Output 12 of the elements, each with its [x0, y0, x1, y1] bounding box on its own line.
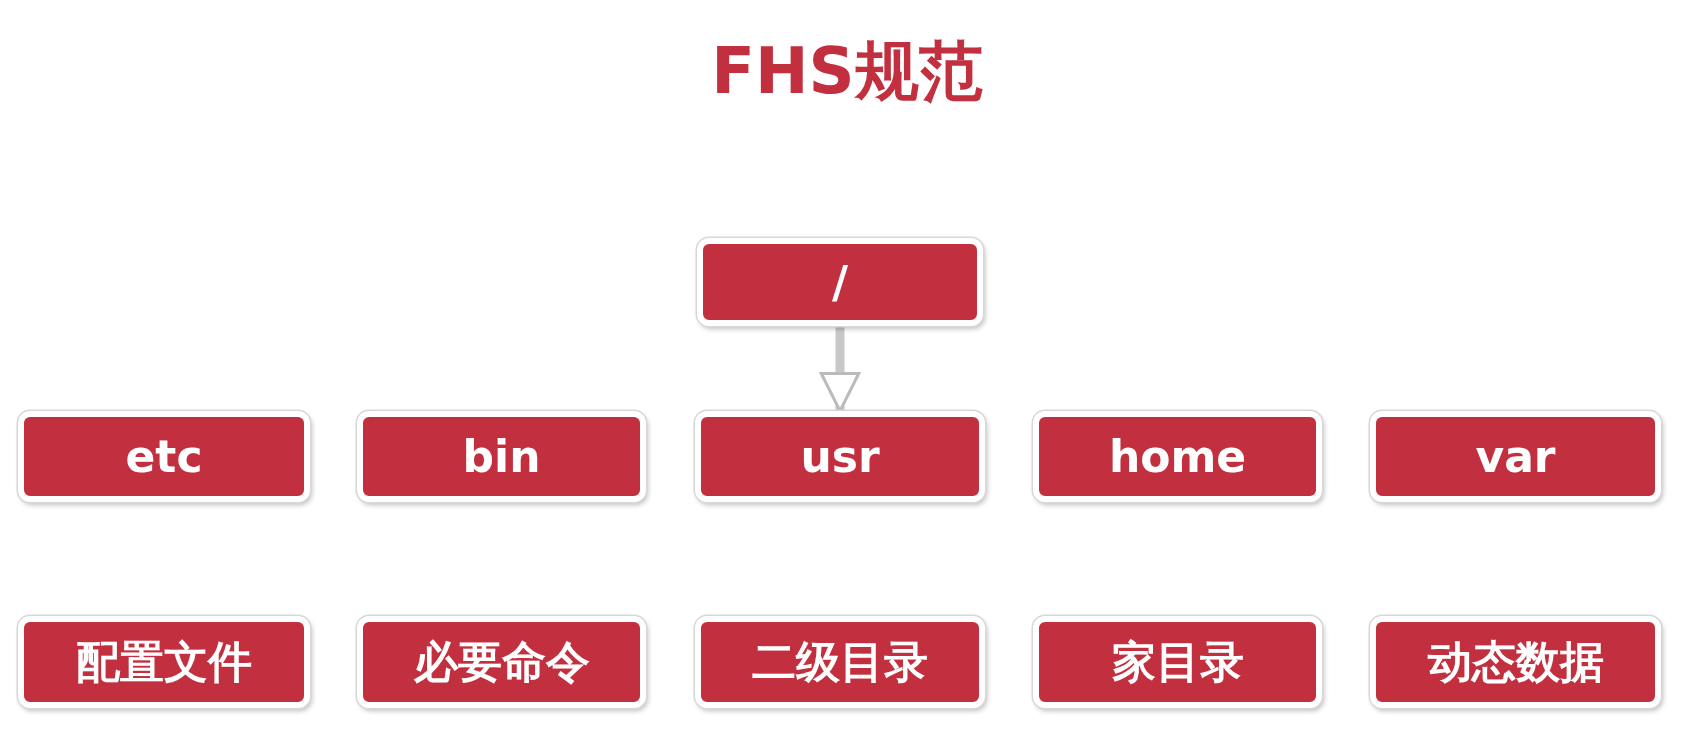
description-box: 必要命令: [357, 616, 646, 708]
title: FHS规范: [711, 34, 983, 108]
directory-box: usr: [695, 411, 985, 502]
directory-box: etc: [18, 411, 310, 502]
description-box: 动态数据: [1370, 616, 1661, 708]
directory-box: home: [1033, 411, 1322, 502]
description-box: 家目录: [1033, 616, 1322, 708]
description-box: 二级目录: [695, 616, 985, 708]
directory-box: /: [697, 238, 983, 326]
description-box: 配置文件: [18, 616, 310, 708]
directory-box: bin: [357, 411, 646, 502]
directory-box: var: [1370, 411, 1661, 502]
